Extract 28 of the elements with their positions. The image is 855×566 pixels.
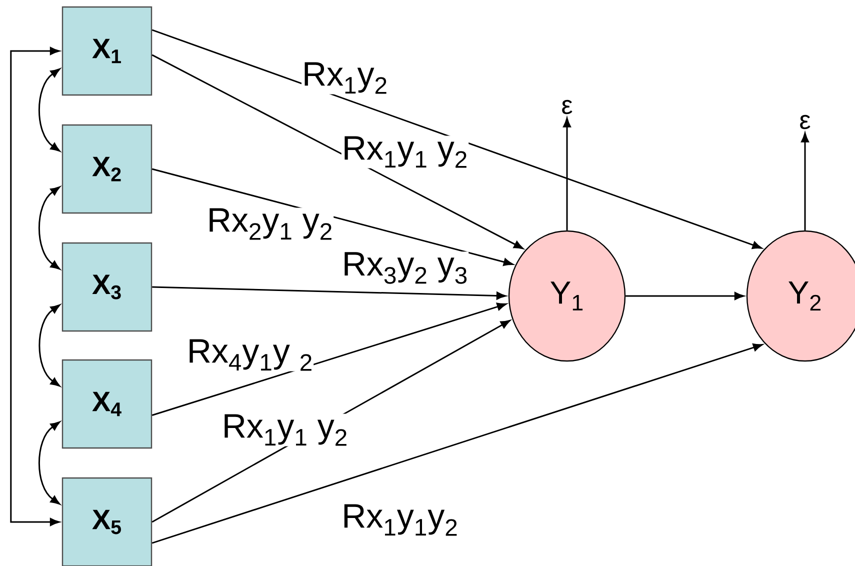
edge-label: Rx$_{1}$y$_{2}$ (302, 62, 389, 94)
variable-box: X$_{2}$ (62, 124, 152, 214)
correlation-arrow (38, 186, 60, 270)
arrow (152, 344, 763, 544)
edge-label: Rx$_{1}$y$_{1}$ y$_{2}$ (341, 136, 469, 168)
correlation-arrow (38, 68, 60, 152)
correlation-arrow (38, 421, 60, 505)
edge-label: Rx$_{1}$y$_{1}$ y$_{2}$ (221, 414, 349, 446)
arrow (563, 118, 571, 230)
arrow (152, 29, 762, 249)
correlation-arrow (10, 47, 60, 526)
arrow (152, 286, 506, 300)
correlation-arrow (38, 304, 60, 387)
arrow (626, 292, 744, 300)
arrow (152, 302, 507, 416)
edge-label: Rx$_{1}$y$_{1}$y$_{2}$ (341, 504, 459, 536)
edge-label: Rx$_{2}$y$_{1}$ y$_{2}$ (206, 208, 334, 240)
edge-label: Rx$_{3}$y$_{2}$ y$_{3}$ (341, 252, 469, 284)
arrow (152, 54, 524, 250)
variable-box: X$_{1}$ (62, 6, 152, 96)
arrow (152, 168, 514, 266)
variable-box: X$_{4}$ (62, 359, 152, 449)
variable-box: X$_{3}$ (62, 242, 152, 332)
variable-box: X$_{5}$ (62, 477, 152, 566)
error-label: ε (562, 100, 572, 114)
edge-label: Rx$_{4}$y$_{1}$y $_{2}$ (186, 338, 314, 372)
arrow (801, 132, 809, 230)
error-label: ε (800, 114, 810, 130)
